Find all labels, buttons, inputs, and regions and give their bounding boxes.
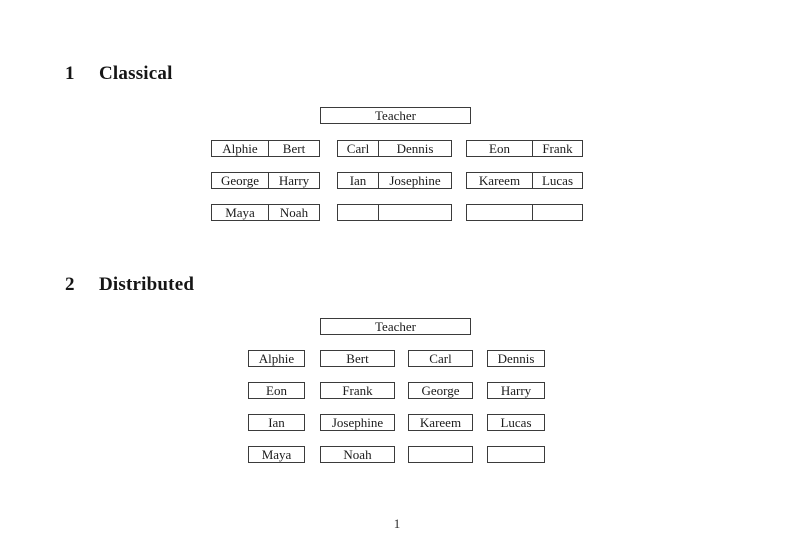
seat: Lucas: [500, 415, 532, 430]
desk-pair: Maya Noah: [211, 204, 320, 221]
desk-single: Frank: [320, 382, 395, 399]
seat: Bert: [268, 141, 319, 156]
seat: George: [220, 173, 260, 188]
desk-pair: Carl Dennis: [337, 140, 452, 157]
seat: Josephine: [331, 415, 384, 430]
section-heading-classical: 1 Classical: [65, 63, 173, 85]
desk-pair: Ian Josephine: [337, 172, 452, 189]
section-number: 2: [65, 274, 75, 295]
section-title: Distributed: [99, 274, 195, 295]
desk-single: George: [408, 382, 473, 399]
section-title: Classical: [99, 63, 173, 84]
seat: [378, 205, 451, 220]
teacher-box: Teacher: [320, 107, 471, 124]
seat: Frank: [342, 383, 373, 398]
seat: Maya: [261, 447, 292, 462]
seat: Alphie: [222, 141, 258, 156]
desk-single: Kareem: [408, 414, 473, 431]
desk-single: Alphie: [248, 350, 305, 367]
desk-pair: [337, 204, 452, 221]
seat: [532, 205, 582, 220]
seat: Eon: [266, 383, 287, 398]
desk-pair: [466, 204, 583, 221]
seat: Ian: [349, 173, 367, 188]
desk-single: Josephine: [320, 414, 395, 431]
seat: Ian: [268, 415, 285, 430]
desk-pair: Alphie Bert: [211, 140, 320, 157]
desk-single: Eon: [248, 382, 305, 399]
desk-pair: George Harry: [211, 172, 320, 189]
seat: [488, 447, 544, 462]
seat: Noah: [343, 447, 372, 462]
seat: Carl: [429, 351, 452, 366]
desk-single: Noah: [320, 446, 395, 463]
seat: Maya: [225, 205, 255, 220]
seat: Dennis: [378, 141, 451, 156]
desk-single: [487, 446, 545, 463]
seat: Harry: [500, 383, 532, 398]
teacher-box: Teacher: [320, 318, 471, 335]
seat: Dennis: [497, 351, 535, 366]
desk-single: Ian: [248, 414, 305, 431]
seat: Carl: [346, 141, 370, 156]
seat: Josephine: [378, 173, 451, 188]
desk-pair: Eon Frank: [466, 140, 583, 157]
seat: Frank: [532, 141, 582, 156]
teacher-label: Teacher: [375, 318, 416, 334]
seat: [467, 205, 532, 220]
desk-single: Maya: [248, 446, 305, 463]
seat: Lucas: [532, 173, 582, 188]
seat: Harry: [268, 173, 319, 188]
desk-single: Lucas: [487, 414, 545, 431]
desk-single: Harry: [487, 382, 545, 399]
desk-single: Bert: [320, 350, 395, 367]
section-heading-distributed: 2 Distributed: [65, 274, 194, 296]
seat: Noah: [268, 205, 319, 220]
desk-single: Dennis: [487, 350, 545, 367]
desk-single: [408, 446, 473, 463]
seat: Kareem: [478, 173, 521, 188]
seat: Eon: [489, 141, 510, 156]
seat: Alphie: [258, 351, 295, 366]
seat: [338, 205, 378, 220]
section-number: 1: [65, 63, 75, 84]
desk-single: Carl: [408, 350, 473, 367]
seat: [409, 447, 472, 462]
page-number: 1: [393, 516, 401, 531]
seat: Kareem: [419, 415, 462, 430]
seat: Bert: [346, 351, 369, 366]
teacher-label: Teacher: [375, 107, 416, 123]
seat: George: [421, 383, 460, 398]
desk-pair: Kareem Lucas: [466, 172, 583, 189]
